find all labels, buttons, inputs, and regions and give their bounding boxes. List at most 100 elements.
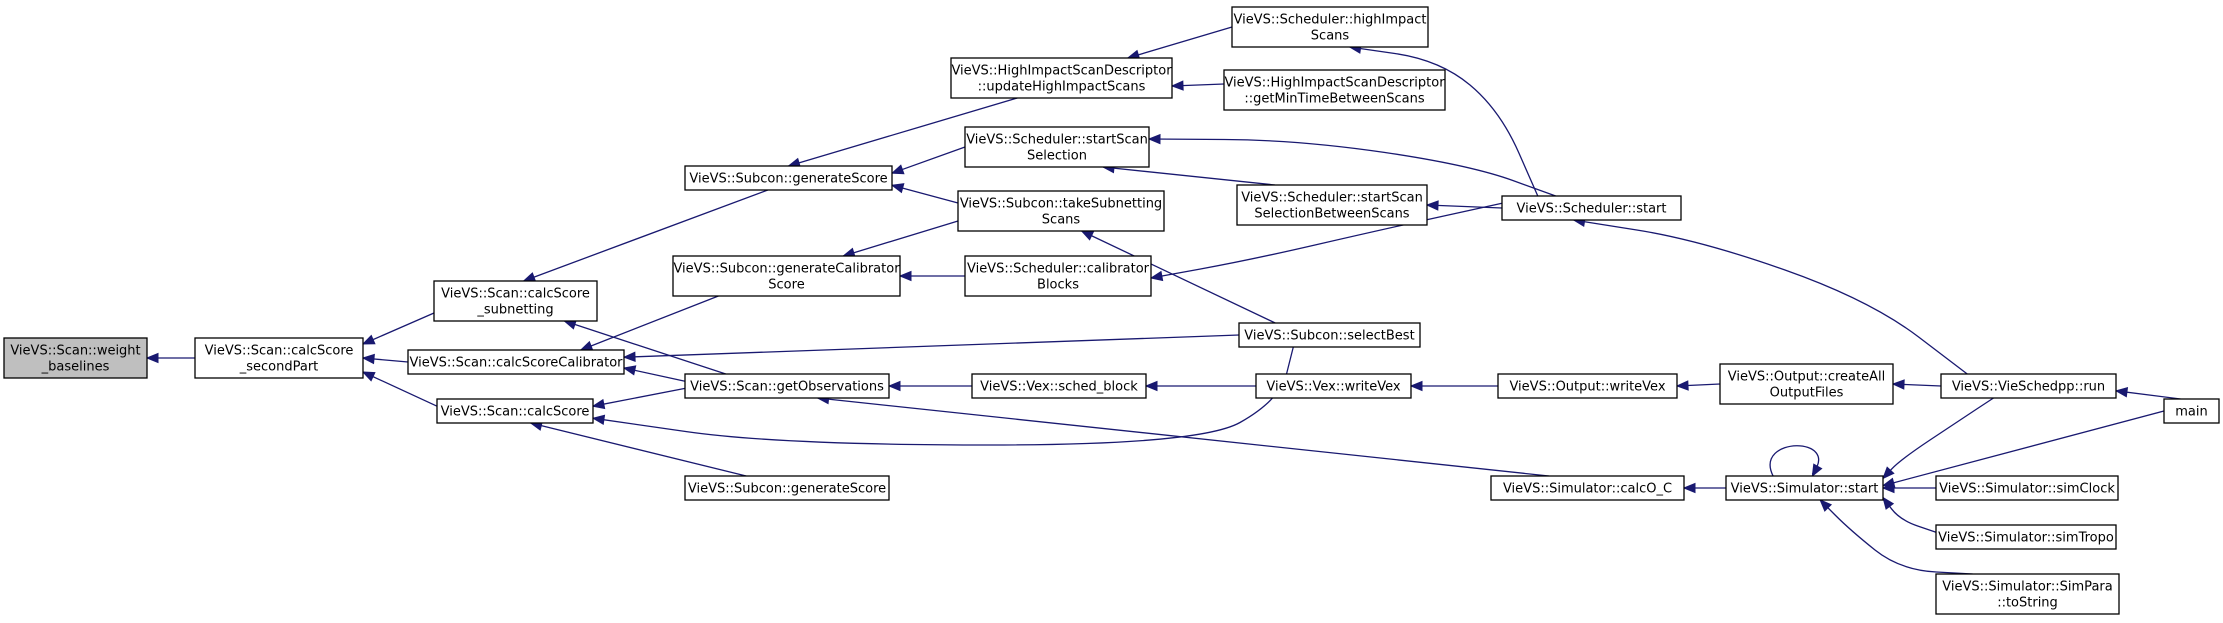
node-label: Selection — [1027, 149, 1087, 164]
node-secondPart[interactable]: VieVS::Scan::calcScore_secondPart — [194, 337, 364, 379]
node-label: _secondPart — [239, 360, 319, 375]
node-startSelBetween[interactable]: VieVS::Scheduler::startScanSelectionBetw… — [1236, 184, 1428, 226]
node-label: VieVS::Simulator::simClock — [1939, 482, 2115, 497]
node-label: VieVS::Scan::calcScoreCalibrator — [410, 356, 624, 371]
node-label: VieVS::Simulator::SimPara — [1942, 580, 2112, 595]
call-edge-selectBest-to-takeSub — [1080, 230, 1276, 324]
node-calcOC[interactable]: VieVS::Simulator::calcO_C — [1490, 475, 1685, 501]
node-label: VieVS::Scheduler::highImpact — [1233, 13, 1426, 28]
node-vieRun[interactable]: VieVS::VieSchedpp::run — [1940, 373, 2117, 399]
call-edge-schedStart-to-highImpact — [1348, 43, 1539, 197]
call-edge-vieRun-to-simStart — [1882, 397, 1994, 480]
call-edge-calibBlocks-to-genCalib — [898, 270, 965, 282]
call-edge-schedStart-to-startSelBetween — [1425, 200, 1503, 211]
call-edge-simStart-to-calcOC — [1682, 482, 1726, 494]
node-outWriteVex[interactable]: VieVS::Output::writeVex — [1497, 373, 1678, 399]
call-edge-calcOC-to-getObs — [816, 394, 1549, 477]
node-calibrator[interactable]: VieVS::Scan::calcScoreCalibrator — [407, 349, 625, 375]
node-label: VieVS::Scan::calcScore — [441, 405, 590, 420]
node-label: VieVS::Scan::calcScore — [205, 344, 354, 359]
node-hisdUpdate[interactable]: VieVS::HighImpactScanDescriptor::updateH… — [950, 57, 1173, 99]
call-edge-simTropo-to-simStart — [1882, 496, 1937, 533]
node-hisdMin[interactable]: VieVS::HighImpactScanDescriptor::getMinT… — [1223, 69, 1446, 111]
node-label: ::updateHighImpactScans — [978, 80, 1146, 95]
call-edge-schedBlock-to-getObs — [887, 380, 972, 392]
call-edge-genScore2-to-calcScore — [529, 420, 747, 477]
call-edge-calibrator-to-secondPart — [361, 353, 409, 365]
node-label: VieVS::Simulator::simTropo — [1938, 531, 2114, 546]
node-label: VieVS::HighImpactScanDescriptor — [1224, 76, 1445, 91]
node-schedStart[interactable]: VieVS::Scheduler::start — [1501, 195, 1682, 221]
node-label: OutputFiles — [1770, 386, 1844, 401]
node-writeVexVex[interactable]: VieVS::Vex::writeVex — [1255, 373, 1412, 399]
node-label: VieVS::Simulator::start — [1731, 482, 1879, 497]
call-edge-vieRun-to-createAll — [1891, 379, 1942, 390]
call-edge-highImpact-to-hisdUpdate — [1126, 26, 1233, 60]
node-label: VieVS::VieSchedpp::run — [1952, 380, 2105, 395]
node-calcScore[interactable]: VieVS::Scan::calcScore — [436, 398, 594, 424]
call-edge-main-to-vieRun — [2114, 387, 2181, 400]
node-label: _subnetting — [476, 303, 553, 318]
node-simTropo[interactable]: VieVS::Simulator::simTropo — [1935, 524, 2117, 550]
node-simClock[interactable]: VieVS::Simulator::simClock — [1935, 475, 2119, 501]
node-genScore2[interactable]: VieVS::Subcon::generateScore — [684, 475, 890, 501]
node-label: Scans — [1042, 213, 1081, 228]
node-label: VieVS::Scheduler::calibrator — [967, 262, 1150, 277]
node-schedBlock[interactable]: VieVS::Vex::sched_block — [971, 373, 1147, 399]
call-edge-simStart-to-simStart — [1769, 445, 1823, 478]
node-label: SelectionBetweenScans — [1254, 207, 1409, 222]
call-edge-selectBest-to-calibrator — [622, 334, 1240, 363]
call-edge-getObs-to-calibrator — [622, 365, 686, 382]
call-edge-startScanSel-to-genScore1 — [890, 146, 966, 175]
node-label: VieVS::Simulator::calcO_C — [1503, 482, 1672, 497]
node-main[interactable]: main — [2163, 398, 2220, 424]
call-edge-getObs-to-subnetting — [563, 319, 727, 375]
call-edge-subnetting-to-secondPart — [361, 312, 435, 345]
node-getObs[interactable]: VieVS::Scan::getObservations — [684, 373, 890, 399]
node-selectBest[interactable]: VieVS::Subcon::selectBest — [1238, 322, 1421, 348]
node-genScore1[interactable]: VieVS::Subcon::generateScore — [684, 165, 893, 191]
node-label: _baselines — [41, 360, 110, 375]
node-simPara[interactable]: VieVS::Simulator::SimPara::toString — [1935, 573, 2120, 615]
node-label: Blocks — [1037, 278, 1079, 293]
node-label: main — [2175, 405, 2207, 420]
node-simStart[interactable]: VieVS::Simulator::start — [1725, 475, 1884, 501]
node-label: VieVS::HighImpactScanDescriptor — [951, 64, 1172, 79]
call-edge-outWriteVex-to-writeVexVex — [1409, 380, 1498, 392]
node-label: VieVS::Scan::calcScore — [441, 287, 590, 302]
call-edge-genCalib-to-calibrator — [579, 295, 719, 351]
node-label: VieVS::Subcon::takeSubnetting — [960, 197, 1162, 212]
call-edge-secondPart-to-weight — [145, 352, 195, 364]
node-label: Scans — [1311, 29, 1350, 44]
call-edge-takeSub-to-genScore1 — [890, 183, 959, 204]
node-label: VieVS::Scheduler::startScan — [1241, 191, 1423, 206]
node-label: ::toString — [1997, 596, 2058, 611]
node-label: VieVS::Vex::sched_block — [980, 380, 1138, 395]
call-edge-getObs-to-calcScore — [591, 387, 686, 410]
call-edge-vieRun-to-schedStart — [1572, 216, 1968, 375]
call-nodes: VieVS::Scan::weight_baselinesVieVS::Scan… — [3, 6, 2220, 615]
node-label: VieVS::Subcon::generateCalibrator — [673, 262, 900, 277]
call-edge-createAll-to-outWriteVex — [1675, 380, 1721, 391]
node-label: VieVS::Output::createAll — [1728, 370, 1885, 385]
node-label: VieVS::Scheduler::start — [1516, 202, 1666, 217]
node-weight[interactable]: VieVS::Scan::weight_baselines — [3, 337, 148, 379]
node-label: Score — [768, 278, 804, 293]
node-label: VieVS::Subcon::selectBest — [1244, 329, 1414, 344]
node-label: ::getMinTimeBetweenScans — [1244, 92, 1424, 107]
node-subnetting[interactable]: VieVS::Scan::calcScore_subnetting — [433, 280, 598, 322]
call-edge-writeVexVex-to-schedBlock — [1144, 380, 1256, 392]
node-label: VieVS::Subcon::generateScore — [688, 482, 886, 497]
call-edge-takeSub-to-genCalib — [841, 220, 959, 258]
call-edge-calcScore-to-secondPart — [361, 371, 438, 407]
node-label: VieVS::Scan::getObservations — [690, 380, 884, 395]
node-label: VieVS::Scan::weight — [10, 344, 140, 359]
node-label: VieVS::Subcon::generateScore — [689, 172, 887, 187]
